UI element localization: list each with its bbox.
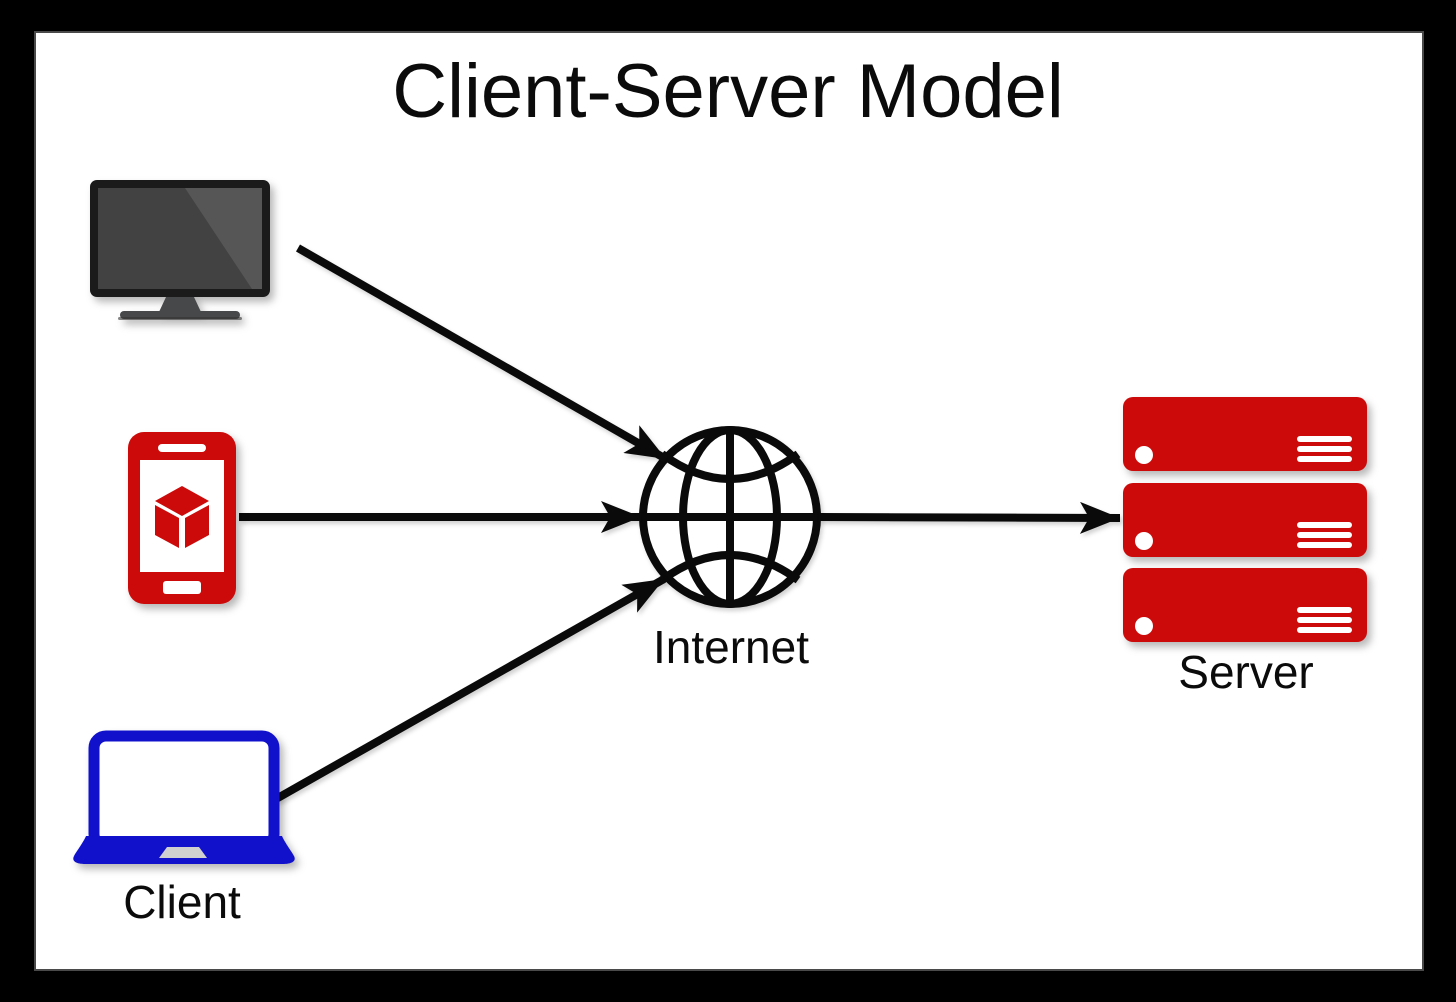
server-label: Server [1178, 646, 1314, 698]
diagram-title: Client-Server Model [392, 49, 1064, 134]
client-label: Client [123, 876, 241, 928]
diagram-background [36, 33, 1422, 969]
internet-label: Internet [653, 621, 809, 673]
